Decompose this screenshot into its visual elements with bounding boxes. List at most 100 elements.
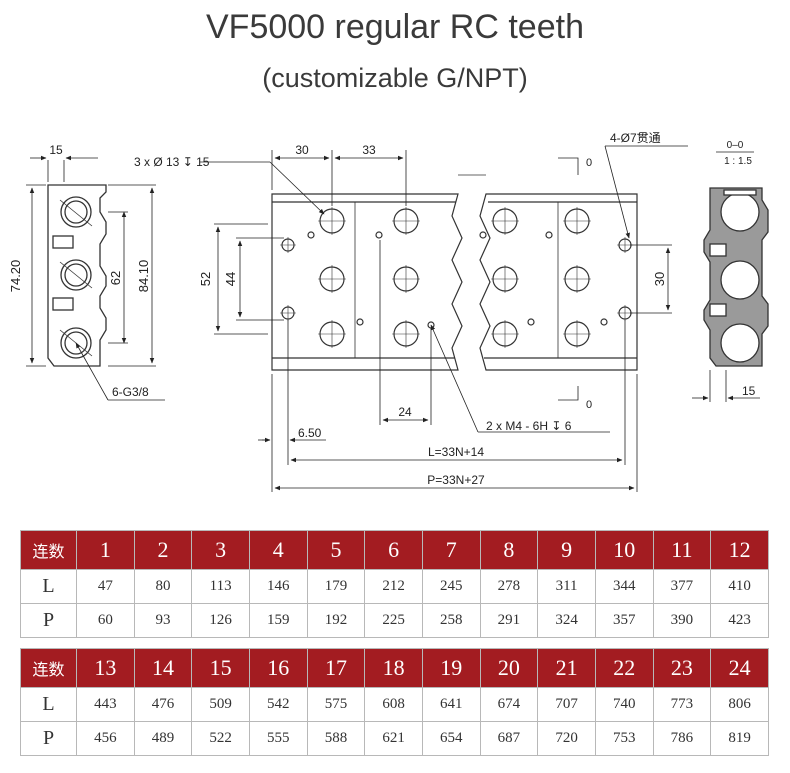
unit-count: 9 [537,530,596,570]
table-cell: 410 [710,569,769,604]
front-dim-30: 30 [295,143,309,157]
table-cell: 489 [133,721,193,756]
table-header-row: 连数 13 14 15 16 17 18 19 20 21 22 23 24 [20,648,769,688]
table-cell: 390 [652,603,712,638]
unit-count: 20 [479,648,539,688]
table-cell: 93 [133,603,193,638]
left-dim-top: 15 [49,143,63,157]
left-view-dimensions [26,155,165,401]
table-cell: 522 [191,721,250,756]
table-cell: 687 [479,721,539,756]
unit-count: 3 [191,530,250,570]
unit-count: 23 [652,648,712,688]
table-cell: 179 [306,569,366,604]
unit-count: 15 [191,648,250,688]
table-cell: 311 [537,569,596,604]
table-cell: 159 [248,603,308,638]
table-cell: 753 [594,721,654,756]
table-cell: 245 [421,569,481,604]
table-cell: 575 [306,687,366,722]
table-row: P 60 93 126 159 192 225 258 291 324 357 … [20,603,769,638]
thread-note: 2 x M4 - 6H ↧ 6 [486,419,572,433]
table-header-row: 连数 1 2 3 4 5 6 7 8 9 10 11 12 [20,530,769,570]
technical-drawing: 15 74.20 62 84.10 6-G3/8 [8,131,769,492]
table-cell: 225 [364,603,423,638]
unit-count: 21 [537,648,596,688]
table-cell: 212 [364,569,423,604]
table-cell: 621 [364,721,423,756]
table-cell: 707 [537,687,596,722]
table-cell: 674 [479,687,539,722]
page-title: VF5000 regular RC teeth [206,8,584,46]
unit-count: 18 [364,648,423,688]
front-view [271,174,638,371]
dim-P: P=33N+27 [427,473,485,487]
section-scale: 1 : 1.5 [724,156,752,167]
unit-count: 10 [594,530,654,570]
length-table-1: 连数 1 2 3 4 5 6 7 8 9 10 11 12 L 47 80 11… [20,530,769,638]
table-cell: 80 [133,569,193,604]
unit-count: 14 [133,648,193,688]
left-dim-right: 84.10 [136,260,151,293]
port-label: 6-G3/8 [112,385,149,399]
front-view-dimensions [200,145,688,492]
table-cell: 476 [133,687,193,722]
row-label: P [20,721,77,756]
table-cell: 324 [537,603,596,638]
unit-count: 2 [133,530,193,570]
table-row: L 443 476 509 542 575 608 641 674 707 74… [20,687,769,722]
table-cell: 344 [594,569,654,604]
table-cell: 720 [537,721,596,756]
left-dim-outer: 74.20 [8,260,23,293]
front-dim-650: 6.50 [298,426,322,440]
row-label: L [20,687,77,722]
table-cell: 740 [594,687,654,722]
table-cell: 357 [594,603,654,638]
unit-count: 17 [306,648,366,688]
unit-count: 22 [594,648,654,688]
unit-count: 1 [76,530,135,570]
table-cell: 258 [421,603,481,638]
front-dim-30-right: 30 [652,272,667,286]
unit-count: 11 [652,530,712,570]
unit-count: 16 [248,648,308,688]
table-cell: 654 [421,721,481,756]
unit-count: 8 [479,530,539,570]
front-dim-24: 24 [398,405,412,419]
section-label: 0–0 [727,140,744,151]
unit-count: 7 [421,530,481,570]
table-cell: 641 [421,687,481,722]
section-dimensions [692,370,760,402]
unit-count: 19 [421,648,481,688]
table-cell: 291 [479,603,539,638]
table-cell: 423 [710,603,769,638]
unit-count: 5 [306,530,366,570]
unit-count: 12 [710,530,769,570]
row-label: P [20,603,77,638]
front-dim-33: 33 [362,143,376,157]
front-dim-44: 44 [223,272,238,286]
table-cell: 377 [652,569,712,604]
table-row: P 456 489 522 555 588 621 654 687 720 75… [20,721,769,756]
table-cell: 443 [76,687,135,722]
table-cell: 806 [710,687,769,722]
table-cell: 278 [479,569,539,604]
through-note: 4-Ø7贯通 [610,131,661,145]
table-cell: 47 [76,569,135,604]
table-cell: 773 [652,687,712,722]
dim-L: L=33N+14 [428,445,484,459]
unit-count: 4 [248,530,308,570]
table-cell: 60 [76,603,135,638]
units-header: 连数 [20,530,77,570]
hole-note: 3 x Ø 13 ↧ 15 [134,155,210,169]
table-cell: 126 [191,603,250,638]
front-dim-52: 52 [198,272,213,286]
unit-count: 24 [710,648,769,688]
table-cell: 819 [710,721,769,756]
table-cell: 608 [364,687,423,722]
page-subtitle: (customizable G/NPT) [262,63,528,93]
table-cell: 456 [76,721,135,756]
section-mark-bottom: 0 [586,399,592,411]
table-cell: 192 [306,603,366,638]
left-side-view [47,184,107,367]
